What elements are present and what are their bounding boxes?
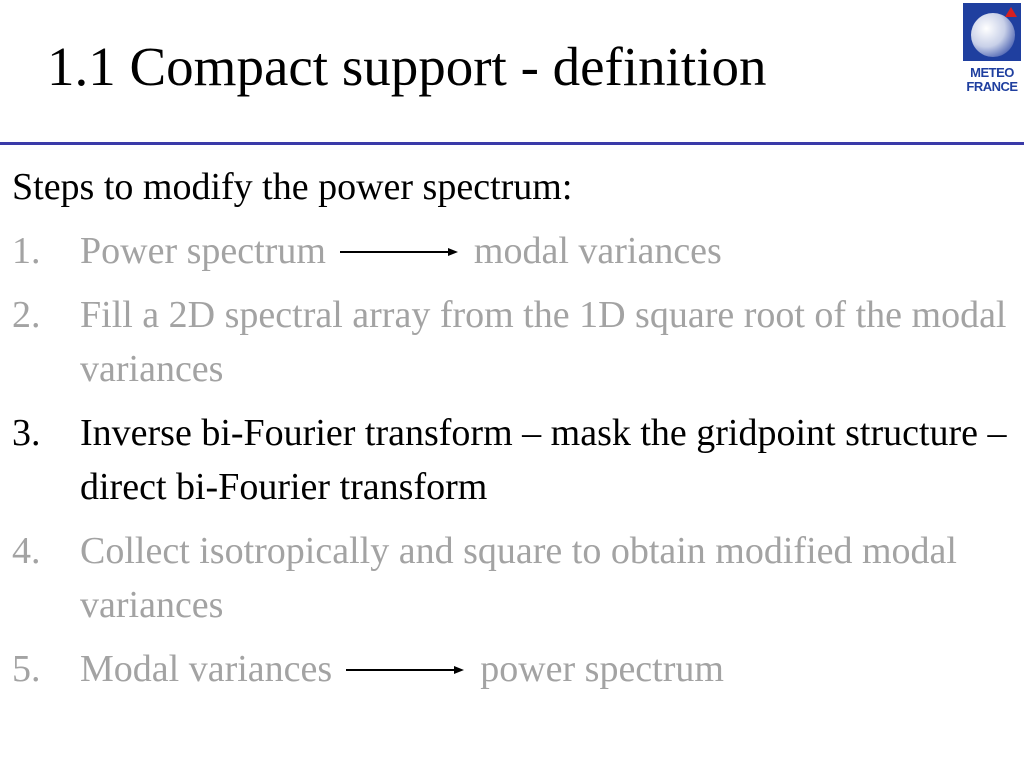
step-5: 5. Modal variances power spectrum bbox=[12, 642, 1017, 696]
step-1-right: modal variances bbox=[473, 230, 722, 272]
intro-text: Steps to modify the power spectrum: bbox=[12, 166, 573, 208]
step-4: 4. Collect isotropically and square to o… bbox=[12, 524, 1017, 632]
logo-emblem bbox=[963, 3, 1021, 61]
slide-title: 1.1 Compact support - definition bbox=[47, 36, 767, 97]
title-divider bbox=[0, 142, 1024, 145]
logo-text-line1: METEO bbox=[970, 65, 1014, 80]
step-5-left: Modal variances bbox=[80, 648, 333, 690]
slide-body: Steps to modify the power spectrum: 1. P… bbox=[12, 160, 1017, 706]
step-number: 2. bbox=[12, 294, 41, 336]
step-1-left: Power spectrum bbox=[80, 230, 326, 272]
logo-text-line2: FRANCE bbox=[966, 79, 1018, 94]
meteo-france-logo: METEO FRANCE bbox=[962, 3, 1022, 95]
right-arrow-icon bbox=[346, 666, 465, 675]
step-number: 3. bbox=[12, 412, 41, 454]
step-2: 2. Fill a 2D spectral array from the 1D … bbox=[12, 288, 1017, 396]
step-number: 4. bbox=[12, 530, 41, 572]
right-arrow-icon bbox=[339, 248, 458, 257]
step-1: 1. Power spectrum modal variances bbox=[12, 224, 1017, 278]
step-5-right: power spectrum bbox=[480, 648, 724, 690]
step-2-text: Fill a 2D spectral array from the 1D squ… bbox=[80, 294, 1007, 390]
step-number: 1. bbox=[12, 230, 41, 272]
globe-icon bbox=[963, 3, 1021, 61]
step-3-text: Inverse bi-Fourier transform – mask the … bbox=[80, 412, 1007, 508]
step-3: 3. Inverse bi-Fourier transform – mask t… bbox=[12, 406, 1017, 514]
step-4-text: Collect isotropically and square to obta… bbox=[80, 530, 957, 626]
step-number: 5. bbox=[12, 648, 41, 690]
